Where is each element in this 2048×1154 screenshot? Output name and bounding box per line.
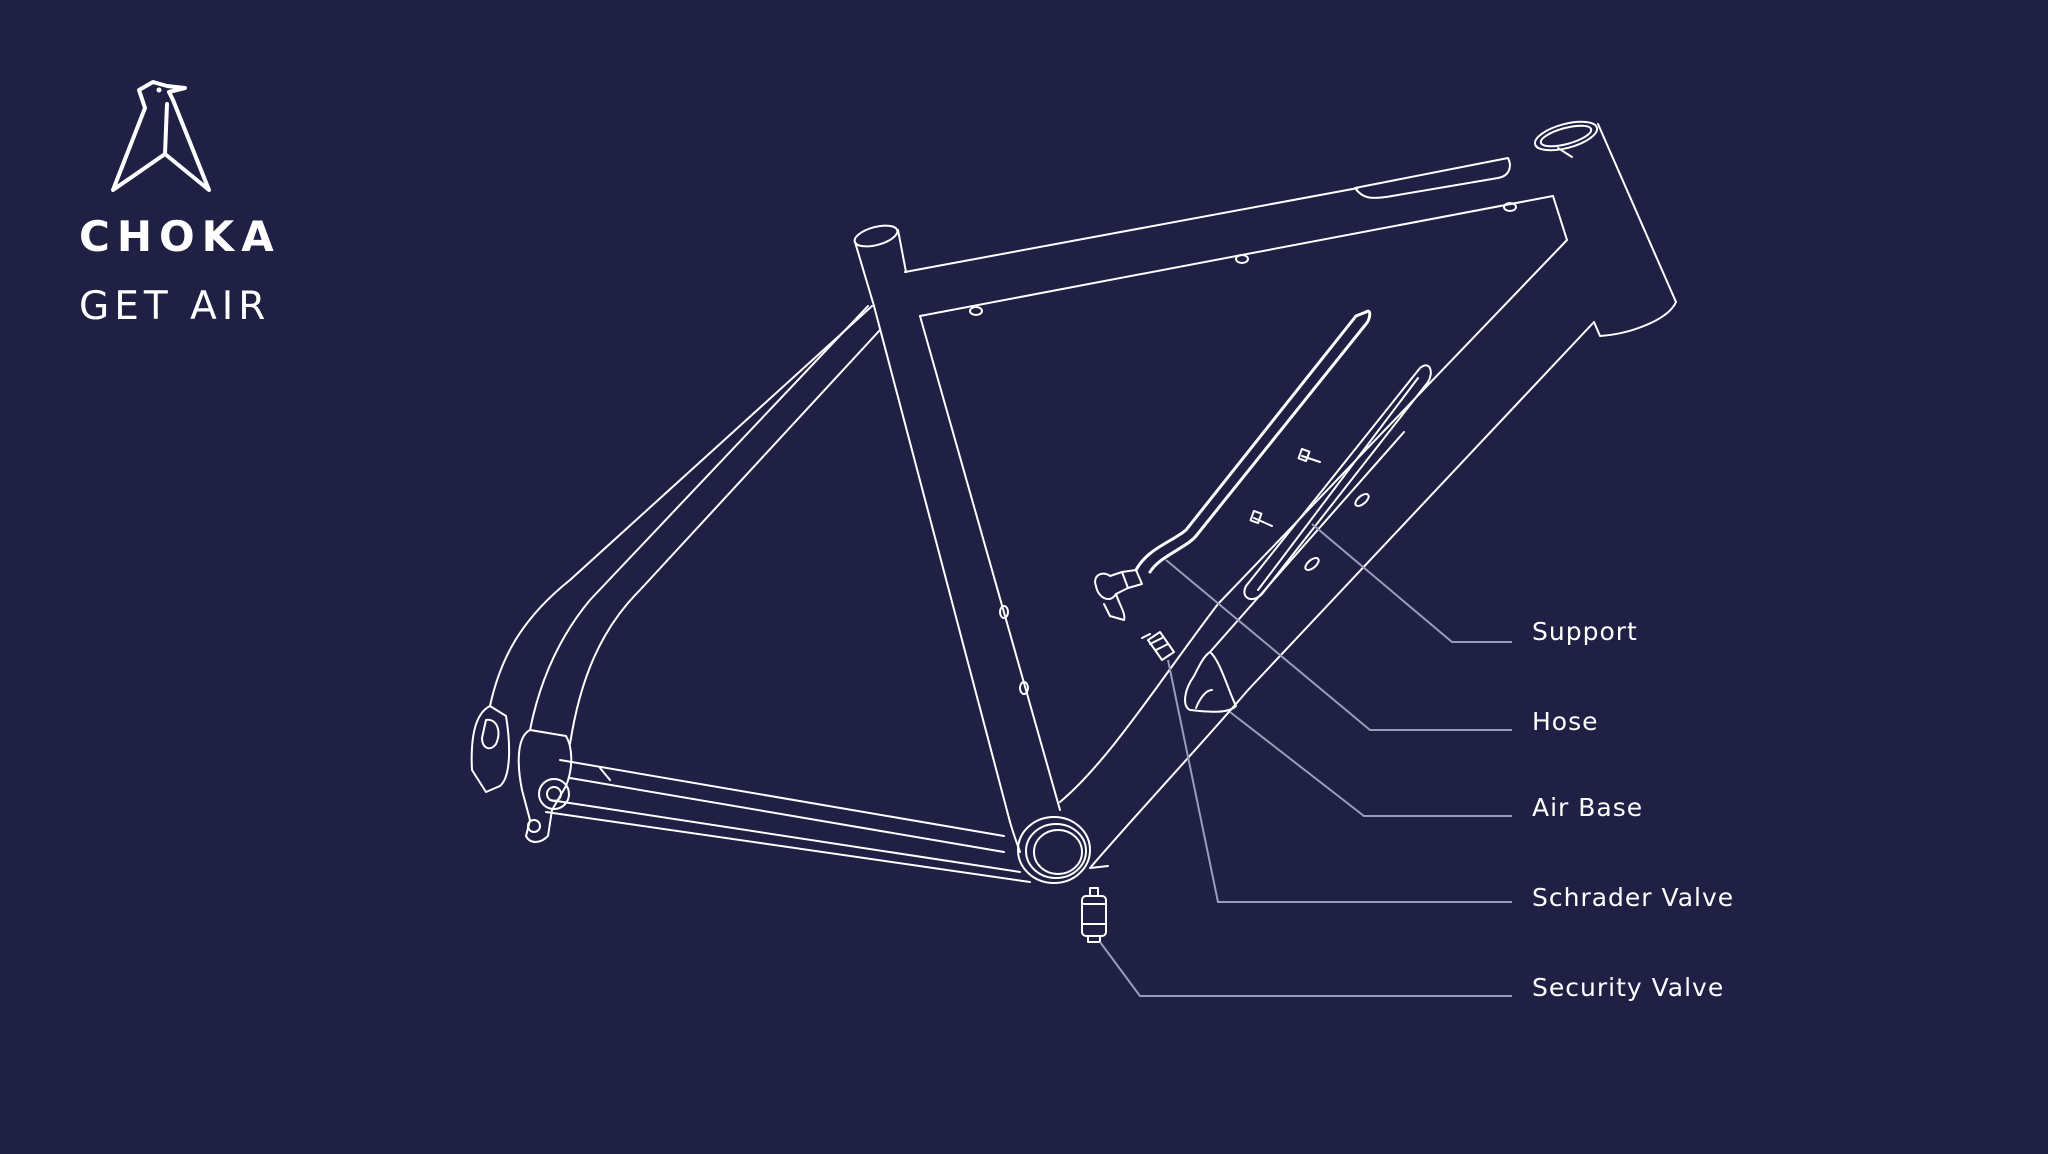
air-base-leader-line [1229, 711, 1512, 817]
bottle-bosses [969, 202, 1517, 695]
hose-leader-line [1165, 559, 1512, 731]
chain-stays [545, 759, 1031, 883]
callout-schrader-valve: Schrader Valve [1532, 883, 1735, 912]
seat-tube [853, 224, 1061, 823]
security-valve-leader-line [1099, 941, 1512, 997]
callout-hose: Hose [1532, 707, 1599, 736]
schrader-valve-leader-line [1167, 659, 1512, 903]
support-leader-line [1311, 523, 1512, 643]
bird-logo-icon [111, 80, 211, 192]
security-valve-part [1081, 887, 1107, 943]
bottom-bracket [1009, 816, 1109, 884]
callout-support: Support [1532, 617, 1638, 646]
support-part [1243, 364, 1432, 601]
top-tube [904, 147, 1573, 317]
brand-name: CHOKA [79, 212, 281, 261]
down-tube [1059, 239, 1595, 869]
schrader-valve-part [1141, 631, 1175, 661]
brand-block: CHOKA GET AIR [79, 78, 339, 338]
rear-dropouts [470, 705, 573, 843]
seat-stays [489, 305, 881, 745]
brand-tagline: GET AIR [79, 284, 271, 329]
head-tube [1533, 120, 1677, 337]
bolts [1249, 447, 1321, 527]
callout-security-valve: Security Valve [1532, 973, 1725, 1002]
callout-air-base: Air Base [1532, 793, 1644, 822]
hose-part [1094, 309, 1372, 621]
air-base-part [1184, 431, 1405, 713]
